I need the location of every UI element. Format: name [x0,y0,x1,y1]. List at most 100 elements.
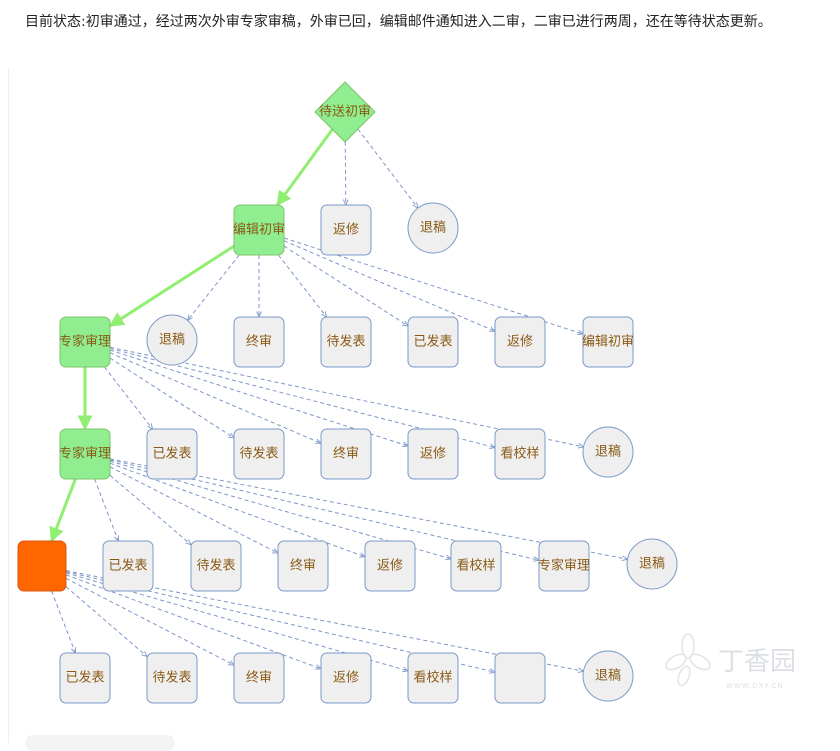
workflow-node-n1a: 返修 [320,204,372,256]
node-label: 专家审理 [59,446,111,462]
option-edge-n3-n4a [94,478,119,541]
progress-edge-start-n1 [276,128,334,207]
node-label: 专家审理 [59,334,111,350]
node-shape-rect [582,316,634,368]
node-shape-rect [17,540,67,592]
watermark: 丁香园 WWW.DXY.CN [665,633,796,690]
node-shape-rect [494,652,546,704]
workflow-node-n2a: 退稿 [146,314,198,366]
node-label: 退稿 [420,220,446,236]
node-shape-rect [233,316,285,368]
node-label: 待发表 [326,334,365,350]
workflow-node-n2c: 待发表 [320,316,372,368]
workflow-node-n2e: 返修 [494,316,546,368]
workflow-node-n5g: 退稿 [582,650,634,702]
node-shape-rect [59,316,111,368]
node-shape-diamond [314,81,376,143]
node-shape-rect [233,428,285,480]
node-shape-rect [233,204,285,256]
node-shape-rect [320,316,372,368]
node-label: 退稿 [595,444,621,460]
option-edge-n1-n2a [188,254,240,320]
workflow-node-n4g: 退稿 [626,538,678,590]
option-edge-n1-n2e [283,240,495,332]
workflow-node-n3: 专家审理 [59,428,111,480]
node-shape-rect [320,652,372,704]
node-label: 编辑初审 [582,335,634,350]
node-label: 已发表 [108,558,147,574]
workflow-node-n3d: 返修 [407,428,459,480]
node-label: 专家审理 [538,558,590,574]
node-shape-rect [494,316,546,368]
option-edge-n3-n4b [109,474,191,544]
workflow-node-n5e: 看校样 [407,652,459,704]
node-label: 待发表 [239,446,278,462]
scroll-hint [25,735,175,751]
workflow-node-n5b: 待发表 [146,652,198,704]
node-label: 已发表 [65,670,104,686]
workflow-node-n3f: 退稿 [582,426,634,478]
workflow-node-n4b: 待发表 [190,540,242,592]
progress-edge-n3-n4 [49,478,77,543]
node-label: 返修 [507,335,533,350]
option-edge-start-n1b [357,128,418,208]
node-label: 返修 [333,671,359,686]
node-label: 已发表 [413,334,452,350]
node-label: 返修 [377,559,403,574]
workflow-panel [8,68,833,743]
workflow-node-n2f: 编辑初审 [582,316,634,368]
node-label: 看校样 [456,558,495,574]
node-shape-rect [59,652,111,704]
workflow-node-n4d: 返修 [364,540,416,592]
watermark-url: WWW.DXY.CN [726,682,784,690]
node-label: 退稿 [595,668,621,684]
node-shape-rect [233,652,285,704]
option-edge-n2-n3a [104,366,152,429]
node-label: 终审 [290,558,316,574]
clove-flower-icon [665,633,711,687]
node-shape-rect [59,428,111,480]
workflow-node-n4f: 专家审理 [538,540,590,592]
node-label: 退稿 [639,556,665,572]
workflow-node-n3e: 看校样 [494,428,546,480]
node-label: 待送初审 [319,105,371,120]
workflow-node-n3c: 终审 [320,428,372,480]
option-edge-start-n1a [345,141,346,205]
option-edge-n1-n2c [278,254,326,317]
workflow-node-n4c: 终审 [277,540,329,592]
node-shape-rect [494,428,546,480]
node-shape-rect [407,428,459,480]
node-label: 返修 [420,447,446,462]
node-shape-rect [320,428,372,480]
node-shape-circle [582,426,634,478]
node-label: 看校样 [413,670,452,686]
workflow-node-n1: 编辑初审 [233,204,285,256]
node-shape-circle [146,314,198,366]
node-shape-rect [146,652,198,704]
option-edge-n2-n3b [109,357,234,438]
workflow-node-n5f [494,652,546,704]
option-edge-n1-n2d [283,245,408,326]
node-label: 编辑初审 [233,223,285,238]
node-label: 终审 [246,670,272,686]
node-shape-rect [450,540,502,592]
status-description: 目前状态:初审通过，经过两次外审专家审稿，外审已回，编辑邮件通知进入二审，二审已… [25,14,772,30]
workflow-node-n3a: 已发表 [146,428,198,480]
workflow-node-start: 待送初审 [314,81,376,143]
workflow-node-n1b: 退稿 [407,202,459,254]
option-edge-n4-n5a [51,590,76,653]
workflow-node-n3b: 待发表 [233,428,285,480]
node-label: 看校样 [500,446,539,462]
progress-edge-n1-n2 [108,244,235,328]
option-edge-n2-n3f [109,346,584,447]
node-shape-circle [626,538,678,590]
node-shape-rect [538,540,590,592]
nodes-layer: 待送初审编辑初审返修退稿专家审理退稿终审待发表已发表返修编辑初审专家审理已发表待… [17,81,678,704]
workflow-node-n4 [17,540,67,592]
node-shape-rect [407,652,459,704]
node-shape-circle [582,650,634,702]
node-label: 返修 [333,223,359,238]
node-shape-rect [277,540,329,592]
node-label: 终审 [333,446,359,462]
node-shape-rect [407,316,459,368]
